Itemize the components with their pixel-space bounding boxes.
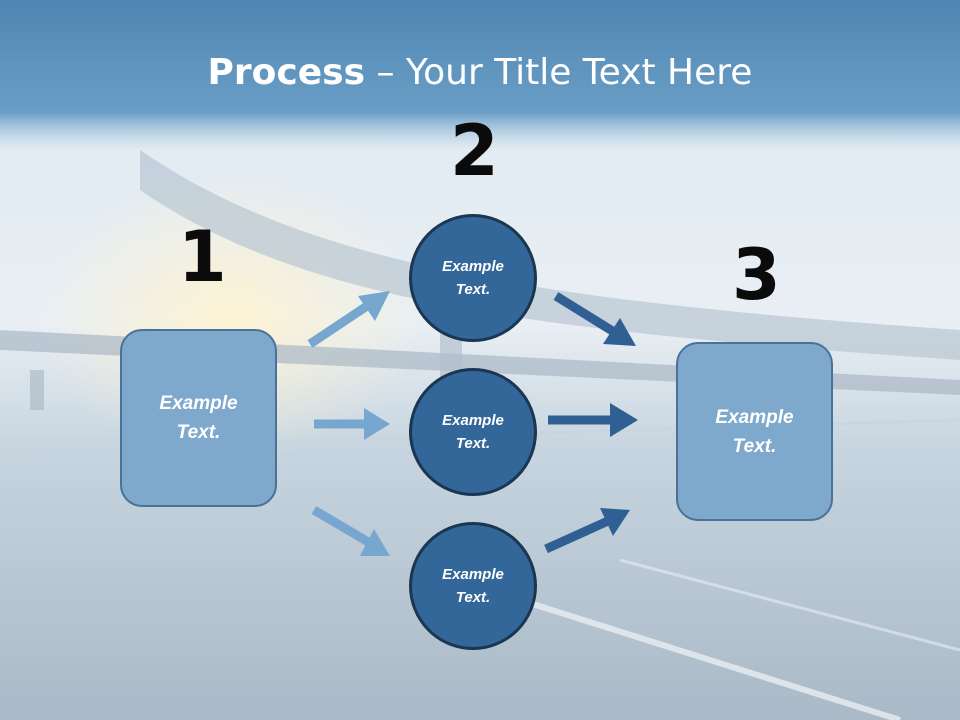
step-3-text: Example Text. — [715, 406, 794, 457]
arrow-bottom-to-3 — [544, 508, 630, 554]
step-2-circle-middle-text: Example Text. — [442, 412, 504, 452]
step-2-circle-top-text: Example Text. — [442, 258, 504, 298]
arrow-1-to-top — [307, 291, 390, 348]
step-2-circle-bottom: Example Text. — [409, 522, 537, 650]
step-1-box: Example Text. — [120, 329, 277, 507]
arrow-1-to-middle — [314, 408, 390, 440]
title-bold: Process — [207, 52, 366, 93]
step-number-1: 1 — [178, 216, 227, 298]
step-3-box: Example Text. — [676, 342, 833, 521]
step-2-circle-top: Example Text. — [409, 214, 537, 342]
arrow-top-to-3 — [553, 292, 636, 346]
arrow-middle-to-3 — [548, 403, 638, 437]
title-rest: – Your Title Text Here — [365, 52, 753, 93]
step-number-3: 3 — [732, 234, 781, 316]
step-2-circle-bottom-text: Example Text. — [442, 566, 504, 606]
page-title: Process – Your Title Text Here — [0, 52, 960, 93]
step-number-2: 2 — [450, 110, 499, 192]
step-2-circle-middle: Example Text. — [409, 368, 537, 496]
step-1-text: Example Text. — [159, 393, 238, 443]
arrow-1-to-bottom — [311, 506, 390, 556]
